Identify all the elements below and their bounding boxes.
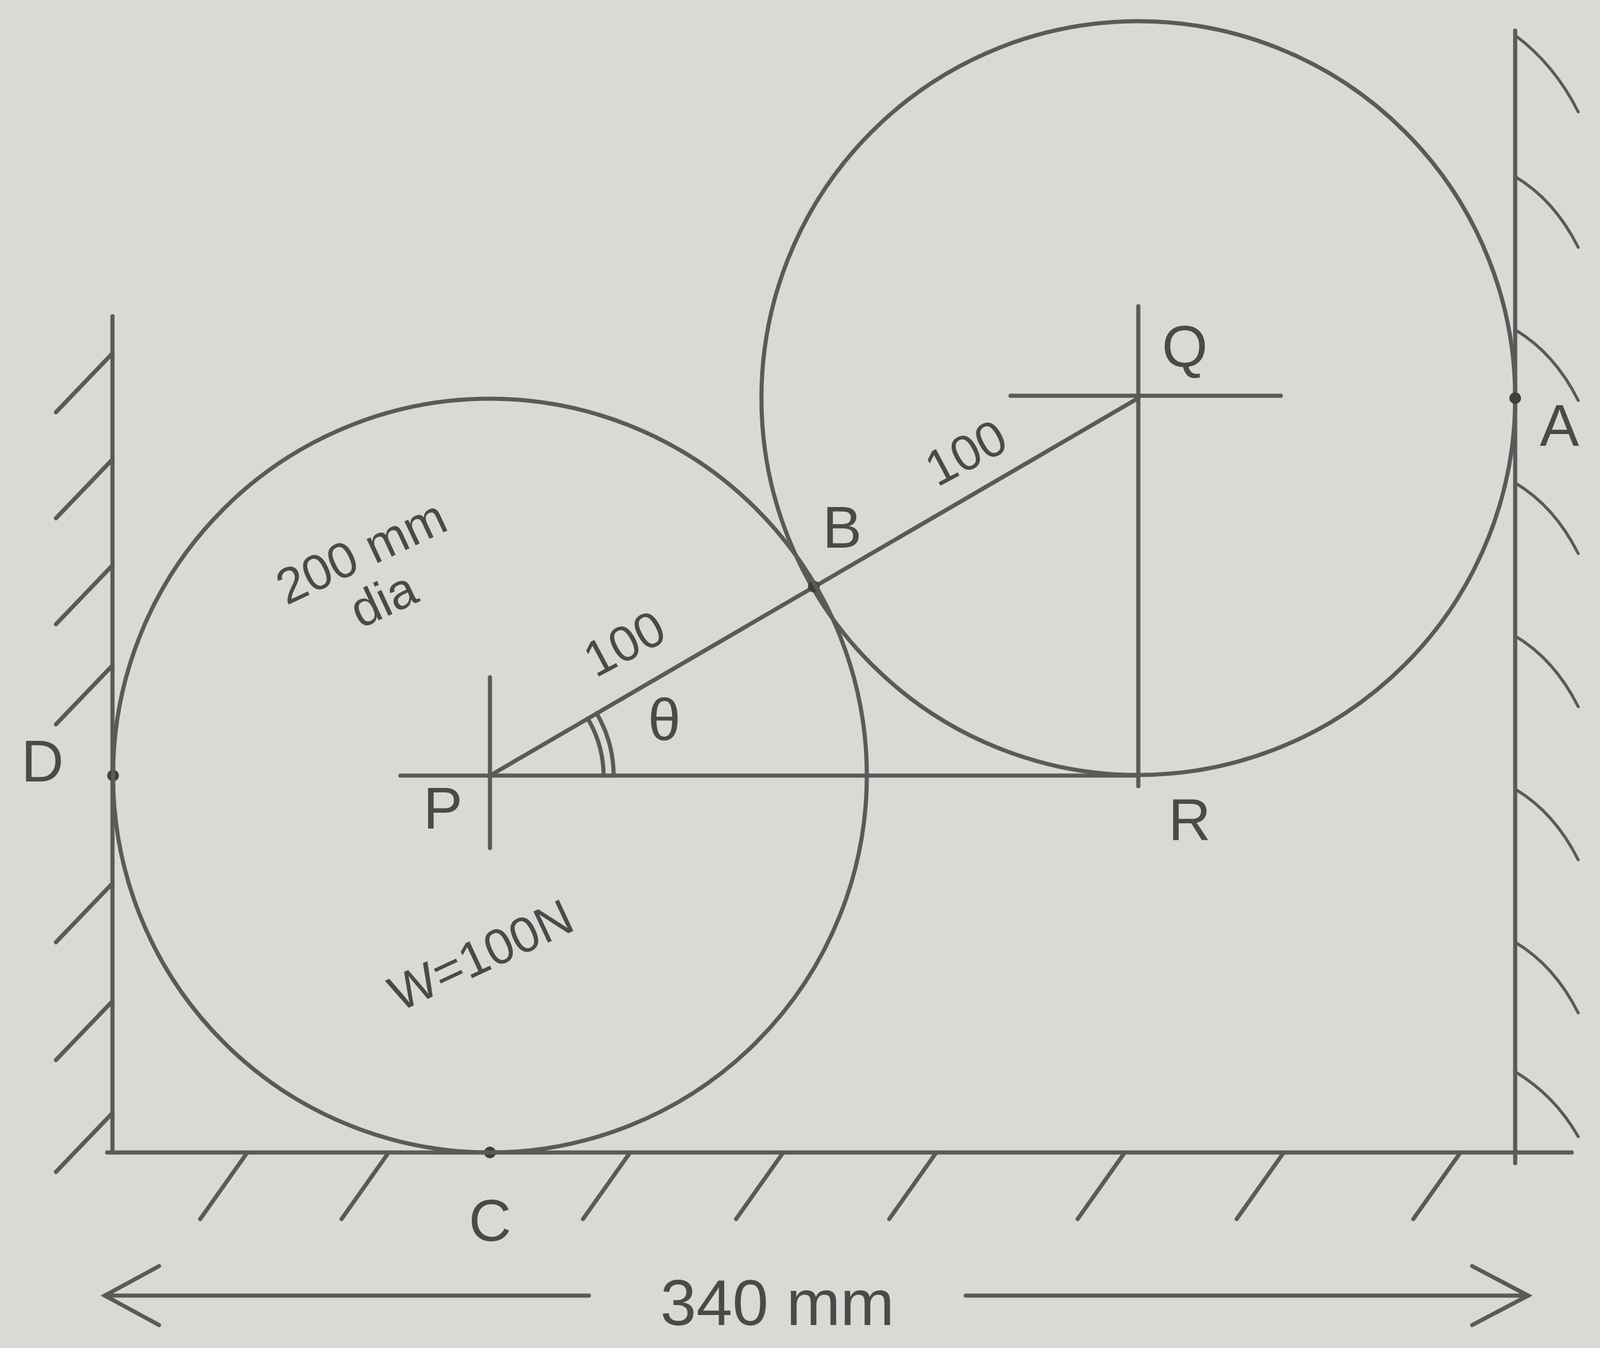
cylinder-outline xyxy=(113,398,867,1153)
right-wall xyxy=(1513,30,1518,1164)
right-wall-hatch xyxy=(1515,35,1579,1137)
point-label: C xyxy=(468,1190,512,1250)
angle-label: θ xyxy=(647,690,681,750)
left-wall-hatch xyxy=(55,353,113,1172)
dimension-arrow xyxy=(104,1266,159,1325)
angle-arc xyxy=(587,718,604,776)
length-label: 100 xyxy=(575,601,673,685)
horizontal-line xyxy=(400,773,1139,778)
dimension-arrow xyxy=(1472,1266,1529,1325)
size-label: 200 mm dia xyxy=(259,485,486,665)
point-label: D xyxy=(21,731,64,791)
point-label: R xyxy=(1168,790,1211,850)
dimension-line xyxy=(965,1293,1529,1298)
weight-label: W=100N xyxy=(381,889,582,1021)
dimension-line xyxy=(104,1293,589,1298)
point-label: B xyxy=(822,497,863,557)
vertical-line xyxy=(1136,306,1141,787)
point-label: A xyxy=(1539,395,1580,455)
centre-mark xyxy=(488,677,493,848)
centre-label: Q xyxy=(1161,316,1208,376)
contact-points xyxy=(107,392,1522,1159)
floor xyxy=(107,1150,1572,1155)
dimension-label: 340 mm xyxy=(660,1270,894,1336)
lower-cylinder: 200 mm diaW=100N xyxy=(113,398,867,1153)
length-label: 100 xyxy=(916,410,1015,495)
floor-hatch xyxy=(200,1152,1461,1219)
centre-label: P xyxy=(423,778,463,838)
centre-mark xyxy=(1010,393,1281,399)
